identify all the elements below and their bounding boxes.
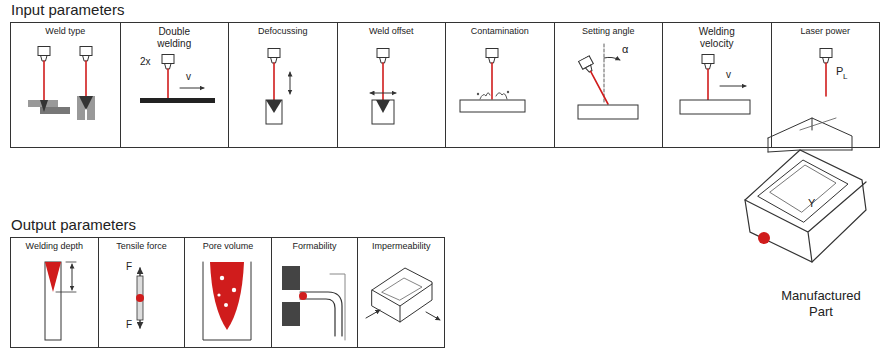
- parameter-cell: Contamination: [445, 23, 554, 147]
- power-subscript: L: [843, 73, 847, 81]
- cell-title: Contamination: [446, 23, 554, 36]
- parameter-cell: Tensile force: [98, 238, 185, 347]
- cell-title: Double welding: [148, 23, 200, 49]
- cell-title: Weld offset: [338, 23, 446, 36]
- parameter-cell: Double welding: [120, 23, 229, 147]
- cell-title: Pore volume: [185, 238, 271, 251]
- part-mark: Y: [808, 198, 815, 209]
- cell-title: Defocussing: [229, 23, 337, 36]
- parameter-cell: Welding depth: [11, 238, 98, 347]
- cell-title: Laser power: [772, 23, 880, 36]
- cell-title: Welding velocity: [691, 23, 743, 49]
- velocity-symbol: v: [186, 72, 191, 82]
- force-symbol: F: [126, 320, 132, 330]
- cell-title: Formability: [272, 238, 358, 251]
- parameter-cell: Welding velocity: [662, 23, 771, 147]
- cell-title: Welding depth: [11, 238, 98, 251]
- parameter-cell: Pore volume: [184, 238, 271, 347]
- parameter-row: Output parametersWelding depthTensile fo…: [10, 237, 445, 348]
- row-heading: Input parameters: [11, 1, 124, 18]
- cell-title: Tensile force: [99, 238, 185, 251]
- cell-title: Setting angle: [555, 23, 663, 36]
- cell-title: Impermeability: [358, 238, 444, 251]
- angle-symbol: α: [622, 44, 628, 55]
- power-symbol: P: [836, 66, 843, 77]
- parameter-cell: Setting angle: [554, 23, 663, 147]
- cell-title: Weld type: [11, 23, 120, 36]
- parameter-cell: Formability: [271, 238, 358, 347]
- force-symbol: F: [126, 262, 132, 272]
- part-caption: Manufactured Part: [776, 288, 866, 319]
- parameter-cell: Impermeability: [357, 238, 444, 347]
- parameter-cell: Defocussing: [228, 23, 337, 147]
- parameter-cell: Weld type: [11, 23, 120, 147]
- small-label: 2x: [140, 57, 151, 67]
- parameter-cell: Weld offset: [337, 23, 446, 147]
- parameter-cell: Laser power: [771, 23, 880, 147]
- parameter-row: Input parametersWeld typeDouble weldingD…: [10, 22, 880, 148]
- row-heading: Output parameters: [11, 216, 136, 233]
- velocity-symbol: v: [726, 70, 731, 80]
